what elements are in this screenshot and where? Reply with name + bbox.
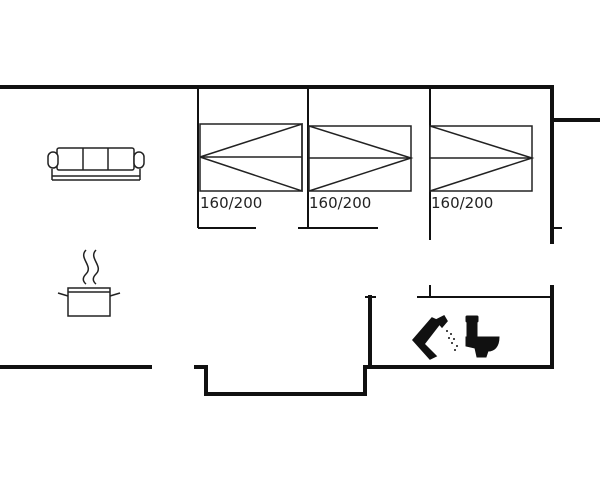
shower-icon [412, 315, 458, 360]
cooking-pot-icon [57, 249, 121, 317]
interior-walls [197, 87, 562, 298]
bedroom-1: 160/200 [199, 122, 303, 212]
bed-1 [199, 122, 303, 193]
bed-size-label: 160/200 [431, 194, 493, 212]
bedroom-2: 160/200 [308, 125, 414, 212]
bed-size-label: 160/200 [309, 194, 371, 212]
exterior-walls [0, 85, 600, 396]
toilet-icon [465, 315, 500, 358]
top-wall [0, 85, 554, 244]
bottom-center-wall [194, 285, 554, 396]
bed-3 [429, 125, 535, 192]
bedroom-3: 160/200 [429, 125, 535, 212]
bed-2 [308, 125, 414, 192]
bed-size-label: 160/200 [200, 194, 262, 212]
sofa-icon [47, 147, 145, 181]
